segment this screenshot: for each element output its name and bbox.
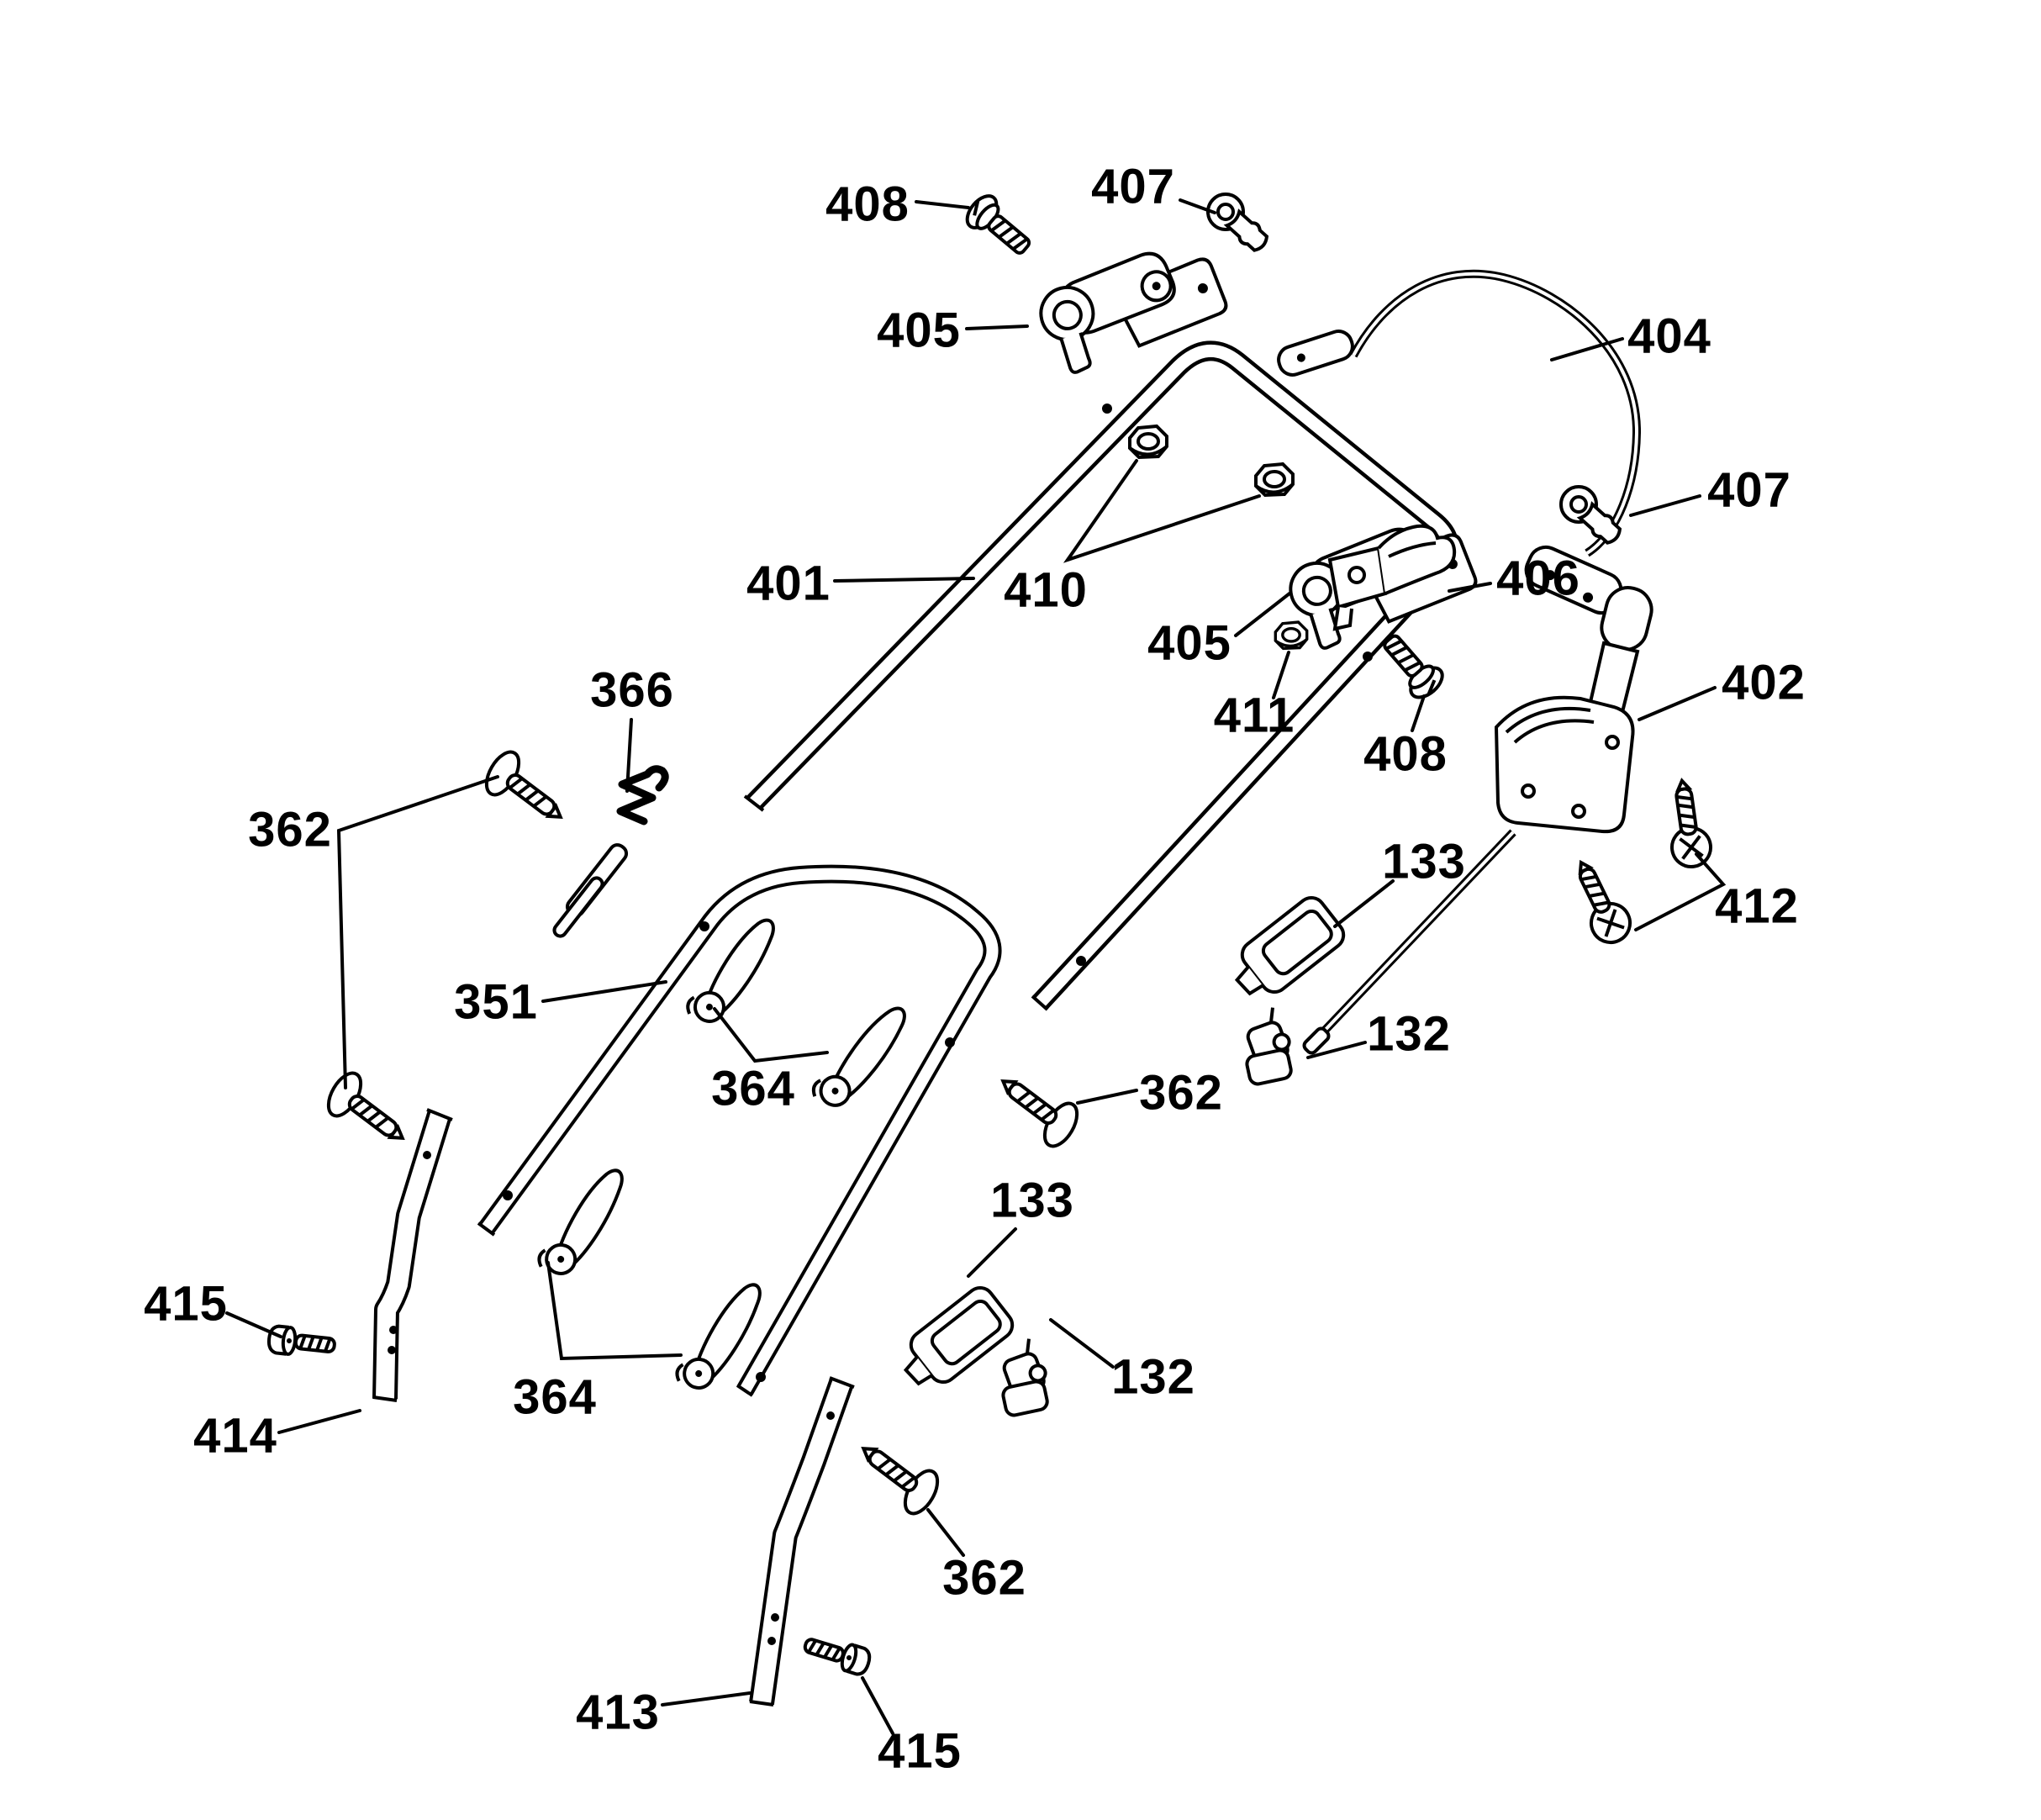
part-label-132-lower: 132	[1111, 1349, 1195, 1405]
upper-handle-tube-401	[743, 340, 1459, 1011]
part-label-401: 401	[746, 556, 831, 611]
wing-knob-364-c	[535, 1159, 625, 1282]
part-label-364-lower: 364	[513, 1369, 597, 1425]
part-label-411: 411	[1213, 688, 1295, 743]
part-label-351: 351	[454, 974, 538, 1030]
part-label-415-bottom: 415	[878, 1723, 962, 1779]
screw-top-408	[959, 188, 1040, 265]
flange-nut-410-b	[1254, 462, 1295, 497]
handle-bracket-414	[372, 1108, 453, 1402]
part-label-405-mid: 405	[1147, 615, 1231, 671]
throttle-control-402	[1494, 586, 1653, 834]
part-label-132-upper: 132	[1367, 1006, 1451, 1062]
part-label-366: 366	[590, 662, 674, 718]
part-label-362-mid: 362	[1139, 1065, 1223, 1121]
part-label-362-left: 362	[248, 802, 332, 857]
grommet-133-upper	[1221, 890, 1351, 1010]
part-label-362-bottom: 362	[942, 1550, 1026, 1606]
cable-bracket-406	[1327, 524, 1457, 631]
pan-screw-415-left	[266, 1323, 338, 1361]
carriage-bolt-top-407	[1206, 193, 1273, 256]
wire-clip-366	[552, 765, 669, 938]
flange-nut-410-a	[1128, 425, 1168, 459]
part-label-405-top: 405	[877, 303, 961, 358]
thumb-screw-362-left-b	[320, 1066, 409, 1146]
leader-lines	[225, 198, 1727, 1735]
phillips-screw-412-a	[1661, 776, 1715, 871]
part-label-407-right: 407	[1707, 462, 1791, 518]
part-label-410: 410	[1004, 562, 1088, 618]
pan-screw-415-bottom	[799, 1629, 874, 1679]
clip-132-upper	[1226, 1004, 1303, 1093]
grommet-133-lower	[890, 1280, 1020, 1400]
part-label-364-upper: 364	[711, 1061, 795, 1116]
lower-handle-tube-351	[477, 864, 1002, 1397]
clip-132-lower	[983, 1335, 1059, 1424]
part-label-413: 413	[576, 1685, 660, 1740]
handle-brace-rod-404	[1277, 269, 1642, 615]
flange-nut-411	[1274, 620, 1309, 651]
wing-knob-364-b	[809, 991, 909, 1119]
part-label-412: 412	[1715, 878, 1799, 934]
part-label-408-mid: 408	[1363, 726, 1448, 782]
part-label-133-lower: 133	[990, 1173, 1074, 1228]
part-label-133-upper: 133	[1382, 834, 1466, 889]
phillips-screw-412-b	[1564, 854, 1636, 949]
part-label-414: 414	[193, 1408, 277, 1464]
part-label-415-left: 415	[144, 1276, 228, 1332]
part-label-402: 402	[1722, 655, 1806, 710]
thumb-screw-362-left-a	[478, 745, 567, 825]
thumb-screw-362-mid	[996, 1074, 1085, 1153]
thumb-screw-362-bottom	[857, 1441, 946, 1521]
part-label-408-top: 408	[825, 177, 910, 232]
throttle-cable-402	[1302, 829, 1516, 1055]
part-label-404: 404	[1627, 309, 1711, 364]
part-label-407-top: 407	[1091, 159, 1175, 214]
handle-bracket-413	[749, 1376, 855, 1707]
part-label-406: 406	[1496, 551, 1580, 606]
